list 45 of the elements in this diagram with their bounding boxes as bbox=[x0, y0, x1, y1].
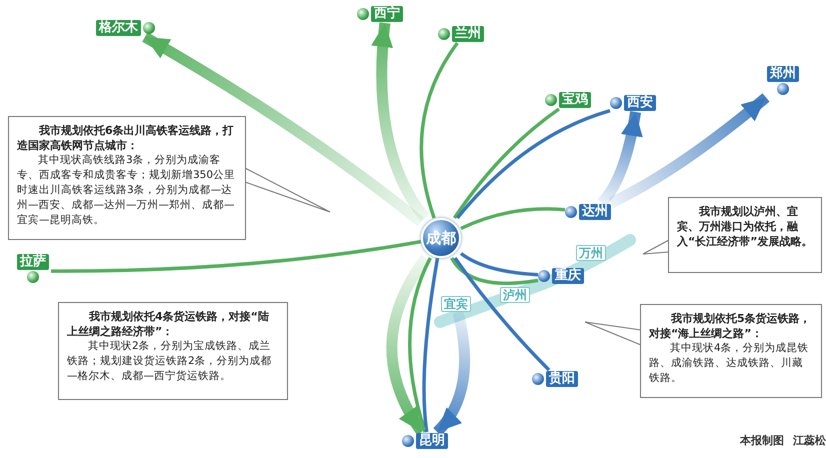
rail-line bbox=[51, 240, 422, 273]
callout-text: 其中现状高铁线路3条，分别为成渝客专、西成客专和成贵客专；规划新增350公里时速出川高铁客运线路3条，分别为成都—达州—西安、成都—达州—万州—郑州、成都—宜宾—昆明高铁。 bbox=[17, 153, 236, 228]
city-tag: 宝鸡 bbox=[559, 92, 591, 108]
rail-line bbox=[450, 257, 538, 286]
callout-box bbox=[58, 302, 288, 400]
callout-box bbox=[668, 197, 822, 273]
thick-arrow bbox=[608, 93, 770, 208]
city-tag: 拉萨 bbox=[17, 254, 49, 270]
city-tag: 西宁 bbox=[371, 6, 403, 22]
city-tag: 重庆 bbox=[552, 268, 584, 284]
rail-line bbox=[420, 42, 459, 219]
city-tag: 格尔木 bbox=[96, 20, 141, 36]
callout-heading: 我市规划依托6条出川高铁客运线路，打造国家高铁网节点城市： bbox=[17, 123, 235, 153]
city-label: 成都 bbox=[426, 228, 456, 248]
port-tag: 万州 bbox=[576, 245, 606, 261]
port-tag: 泸州 bbox=[500, 287, 530, 303]
credit-text: 本报制图 bbox=[740, 433, 784, 448]
city-tag: 贵阳 bbox=[546, 371, 578, 387]
callout-text: 其中现状4条，分别为成昆铁路、成渝铁路、达成铁路、川藏铁路。 bbox=[649, 341, 810, 386]
thick-arrow bbox=[433, 310, 470, 436]
callout-text: 其中现状2条，分别为宝成铁路、成兰铁路；规划建设货运铁路2条，分别为成都—格尔木、成都—西宁货运铁路。 bbox=[67, 339, 273, 384]
rail-line bbox=[422, 258, 440, 432]
callout-heading: 我市规划依托4条货运铁路，对接“陆上丝绸之路经济带”： bbox=[67, 309, 270, 339]
port-tag: 宜宾 bbox=[441, 296, 471, 312]
callout-box bbox=[8, 116, 246, 240]
rail-line bbox=[460, 252, 538, 276]
hub-circle bbox=[421, 218, 461, 258]
city-tag: 西安 bbox=[624, 95, 656, 111]
city-tag: 郑州 bbox=[767, 66, 799, 82]
thick-arrow bbox=[597, 111, 642, 207]
callout-box bbox=[640, 304, 822, 398]
thick-arrow bbox=[386, 254, 430, 435]
thick-arrow bbox=[372, 22, 430, 222]
city-tag: 昆明 bbox=[416, 433, 448, 449]
rail-line bbox=[454, 256, 550, 372]
credit-text: 江蕊松 bbox=[793, 433, 826, 448]
rail-line bbox=[452, 108, 560, 219]
city-tag: 达州 bbox=[579, 204, 611, 220]
callout-heading: 我市规划以泸州、宜宾、万州港口为依托，融入“长江经济带”发展战略。 bbox=[677, 204, 813, 249]
rail-line bbox=[408, 257, 432, 432]
rail-line bbox=[456, 109, 611, 220]
thick-arrow bbox=[142, 32, 424, 226]
city-tag: 兰州 bbox=[452, 26, 484, 42]
rail-line bbox=[460, 207, 566, 230]
callout-heading: 我市规划依托5条货运铁路，对接“海上丝绸之路”： bbox=[649, 311, 812, 341]
